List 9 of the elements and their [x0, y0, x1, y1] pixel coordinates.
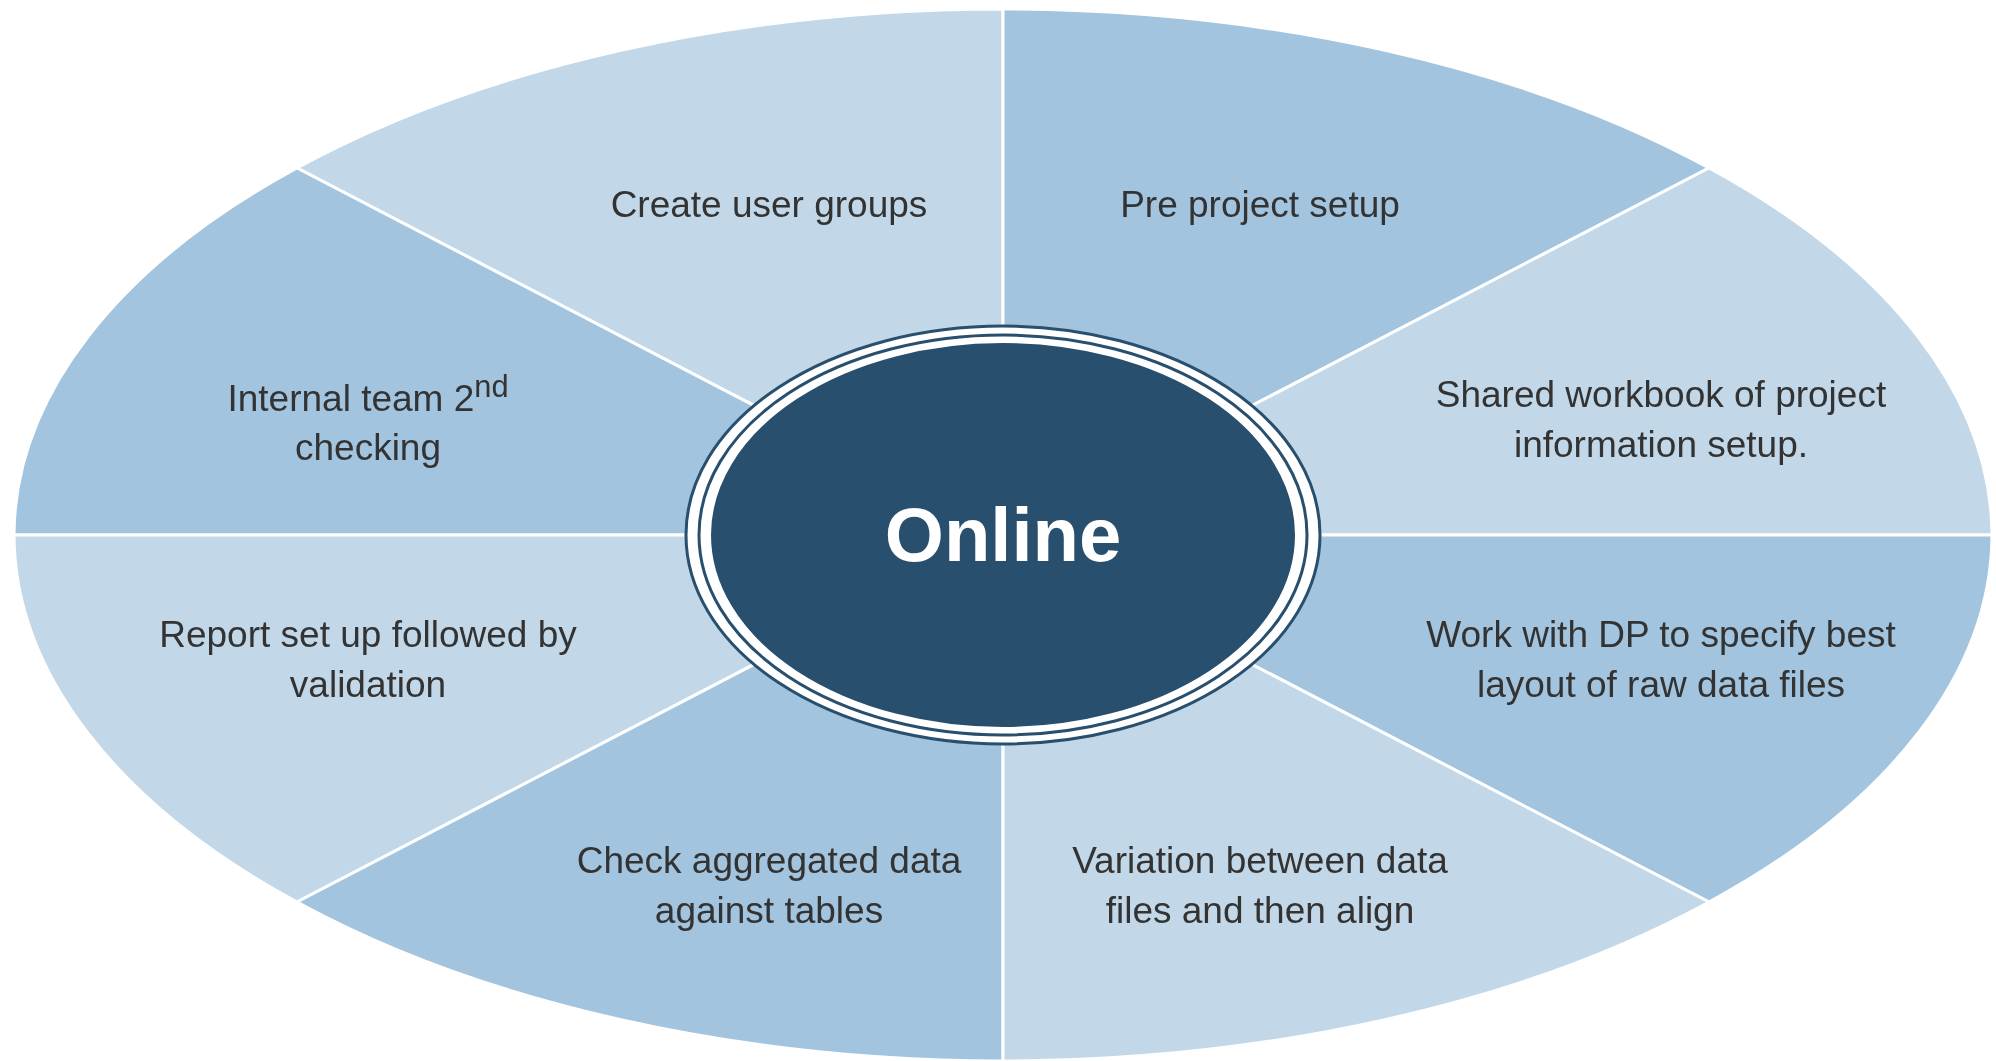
step-text: Internal team 2$^{nd}$ checking — [226, 368, 510, 471]
step-text: Shared workbook of project information setup. — [1434, 373, 1888, 467]
step-text: Pre project setup — [1119, 183, 1401, 228]
step-text: Report set up followed by validation — [158, 613, 578, 707]
step-text: Variation between data files and then align — [1071, 839, 1449, 933]
step-text: Check aggregated data against tables — [575, 839, 963, 933]
center-title: Online — [884, 490, 1122, 579]
step-text: Create user groups — [609, 183, 929, 228]
step-text: Work with DP to specify best layout of raw data files — [1425, 613, 1897, 707]
